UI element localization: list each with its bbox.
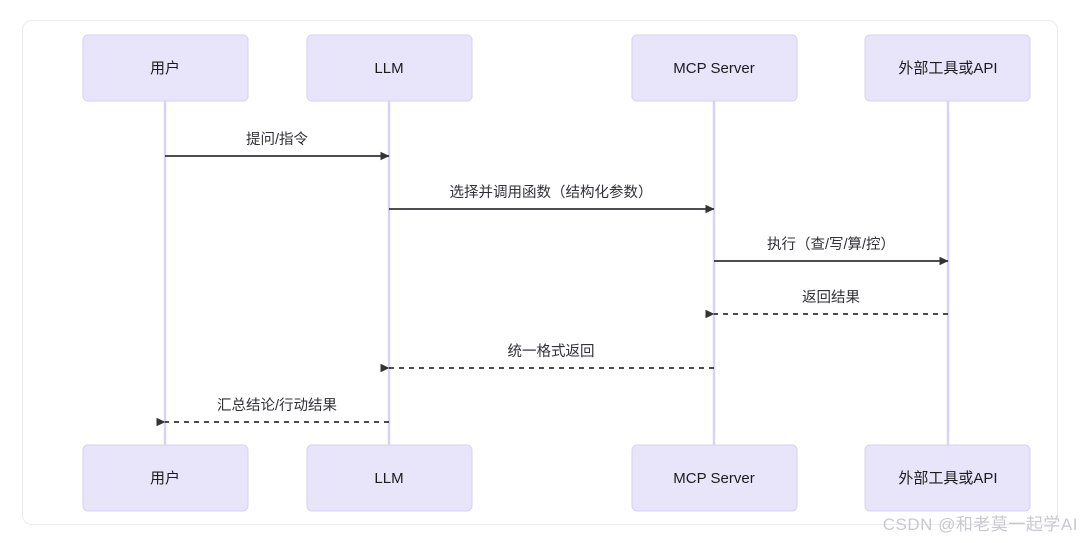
actor-box-shape [306,444,473,512]
actor-box-shape [306,34,473,102]
actor-box-shape [864,34,1031,102]
actor-label: LLM [374,60,403,77]
message-m4: 返回结果 [705,289,948,319]
actor-box-shape [82,34,249,102]
lifelines-group [163,101,950,445]
message-label: 选择并调用函数（结构化参数） [450,184,653,201]
message-m2: 选择并调用函数（结构化参数） [389,184,715,214]
actor-box-user-top[interactable]: 用户 [82,34,249,102]
actor-label: 外部工具或API [898,470,997,487]
actor-label: 用户 [150,470,180,487]
actor-label: LLM [374,470,403,487]
actor-label: 外部工具或API [898,60,997,77]
actor-box-shape [864,444,1031,512]
diagram-frame [22,20,1058,525]
actor-box-mcp-top[interactable]: MCP Server [631,34,798,102]
message-label: 提问/指令 [246,131,309,148]
message-label: 执行（查/写/算/控） [767,236,895,253]
actor-box-shape [82,444,249,512]
actor-box-external-bottom[interactable]: 外部工具或API [864,444,1031,512]
message-label: 统一格式返回 [508,343,595,360]
message-m5: 统一格式返回 [380,343,714,373]
message-m1: 提问/指令 [165,131,390,161]
actor-label: MCP Server [673,470,754,487]
message-m3: 执行（查/写/算/控） [714,236,949,266]
actor-box-shape [631,34,798,102]
actor-box-external-top[interactable]: 外部工具或API [864,34,1031,102]
actor-box-user-bottom[interactable]: 用户 [82,444,249,512]
message-label: 汇总结论/行动结果 [217,397,337,414]
actor-label: MCP Server [673,60,754,77]
actor-box-shape [631,444,798,512]
actor-box-llm-top[interactable]: LLM [306,34,473,102]
actor-box-mcp-bottom[interactable]: MCP Server [631,444,798,512]
message-m6: 汇总结论/行动结果 [156,397,389,427]
actor-box-llm-bottom[interactable]: LLM [306,444,473,512]
message-label: 返回结果 [802,289,860,306]
actor-label: 用户 [150,60,180,77]
